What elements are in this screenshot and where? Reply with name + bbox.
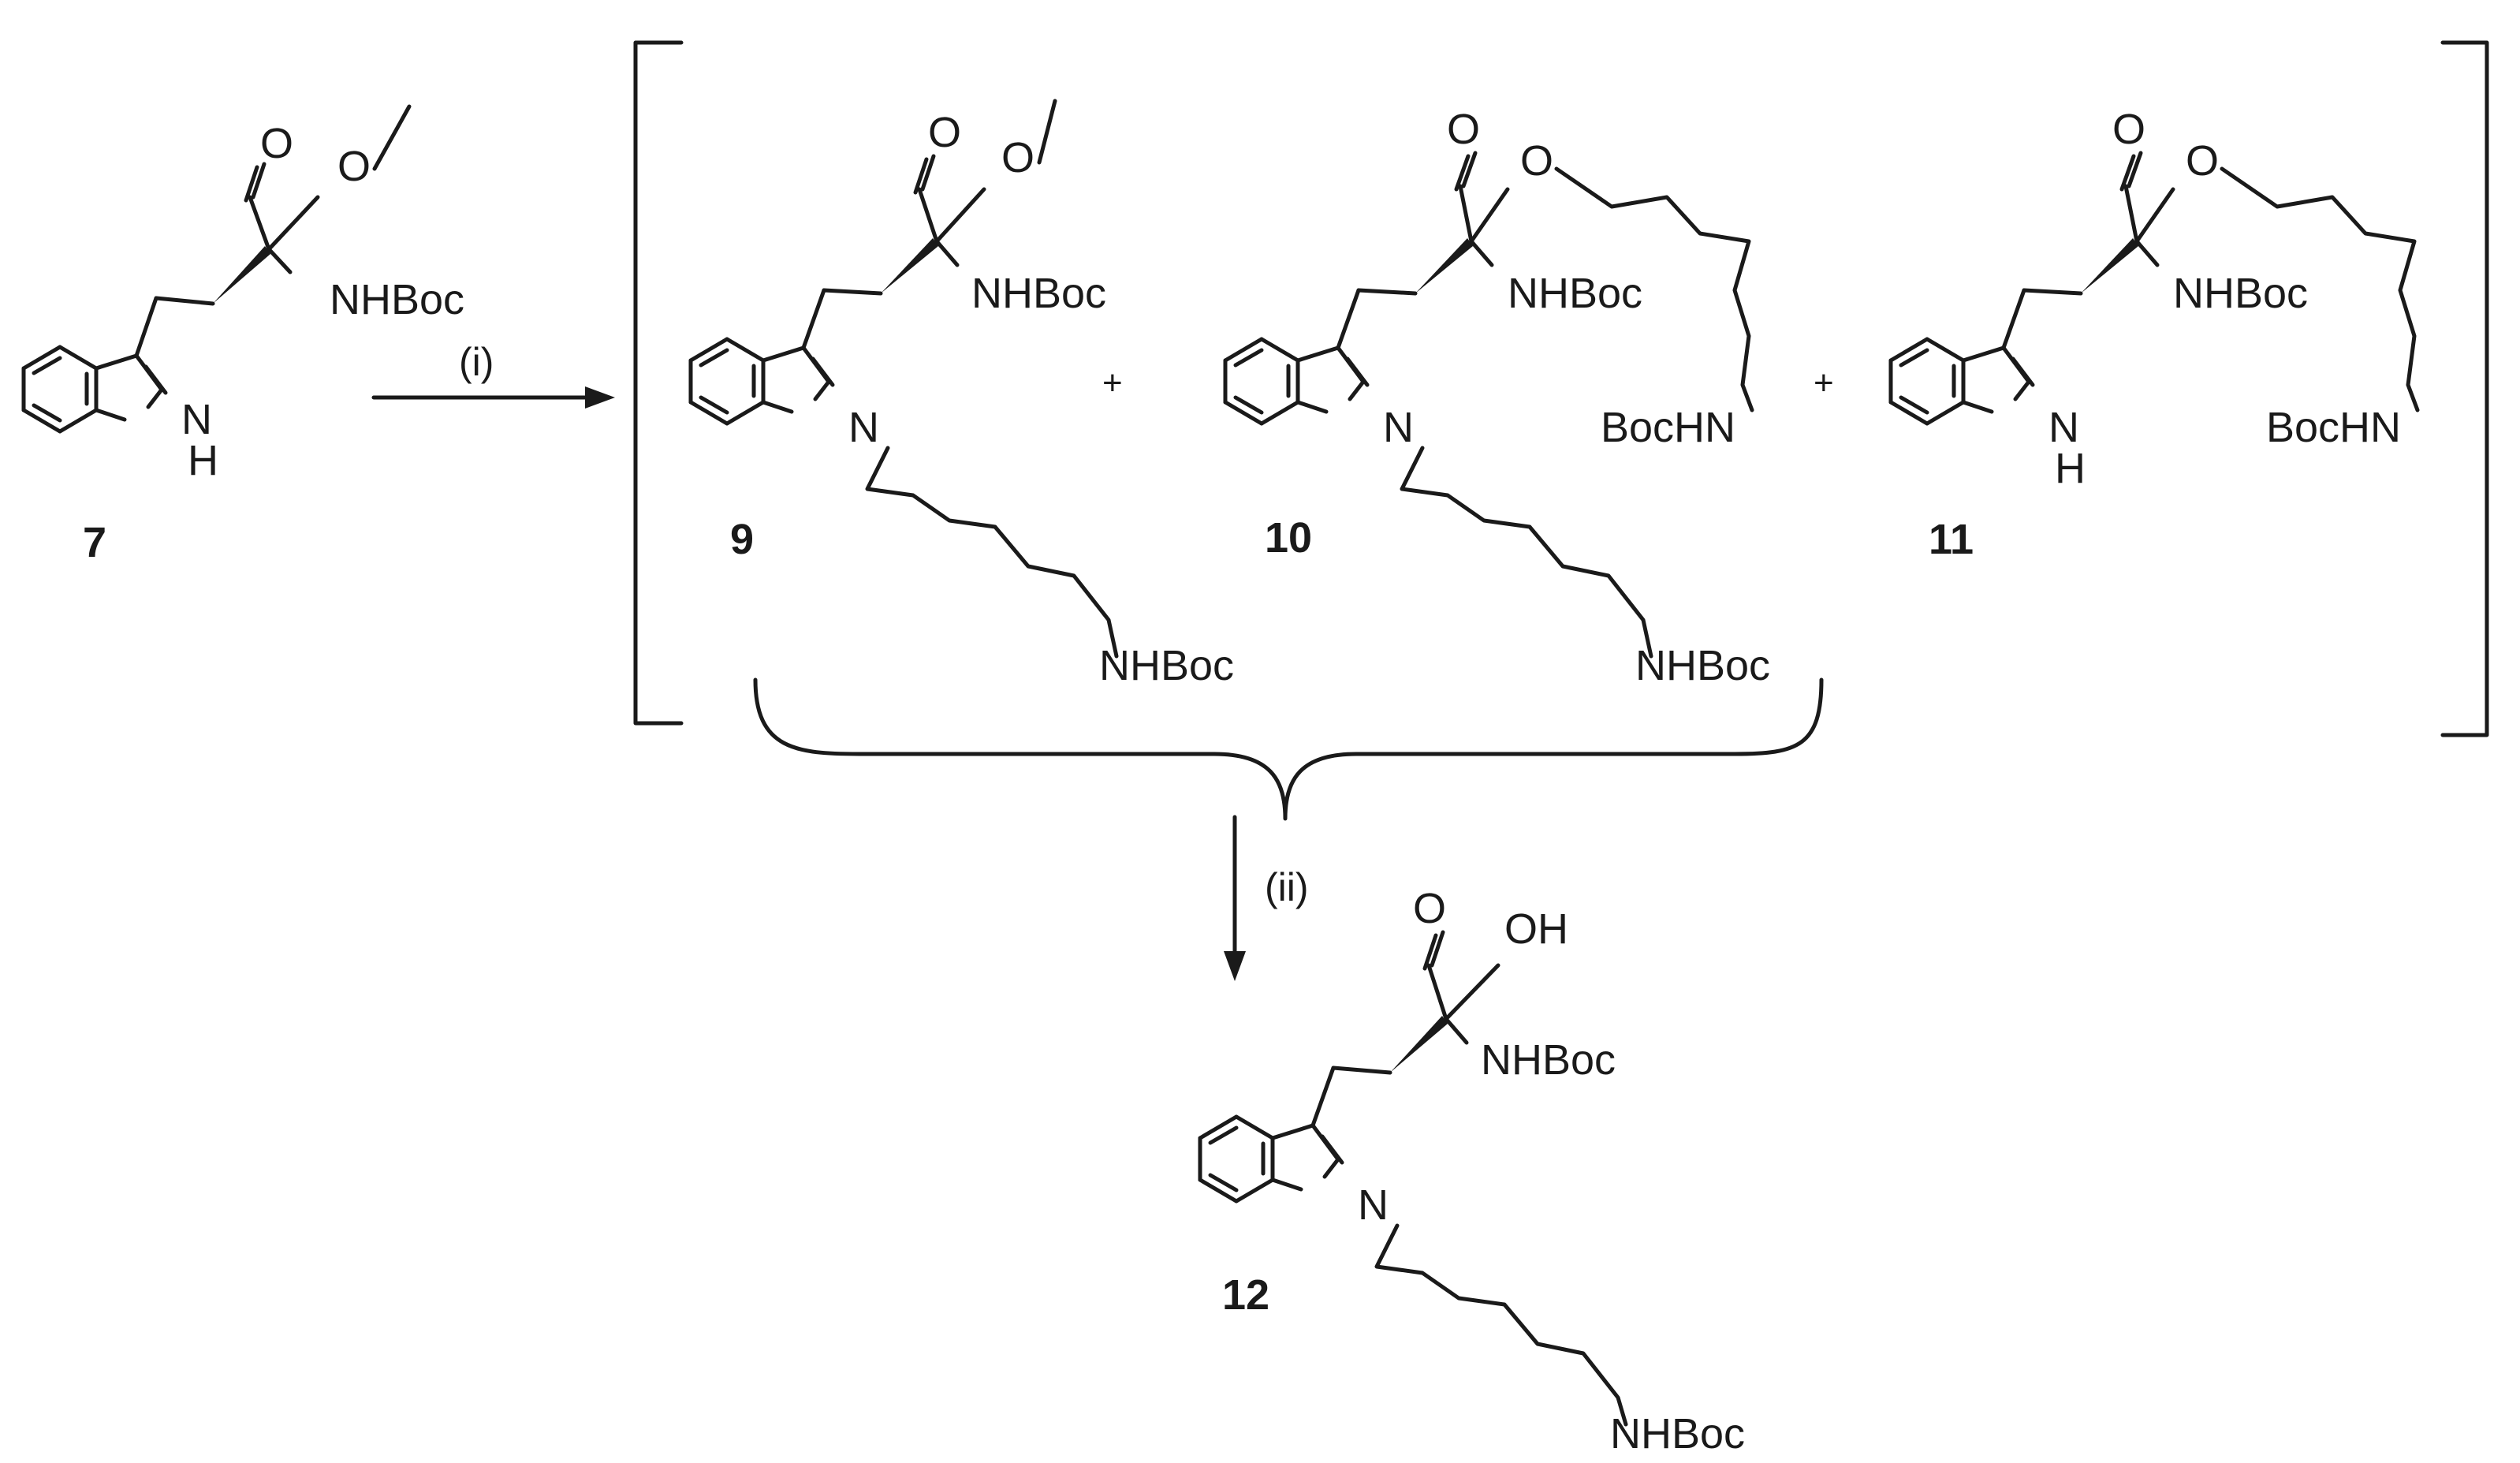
compound-label-7: 7 xyxy=(83,519,106,566)
compound-label-10: 10 xyxy=(1265,514,1312,562)
compound-label-11: 11 xyxy=(1929,516,1974,563)
atom-amine: NHBoc xyxy=(1481,1036,1616,1084)
atom-o-carbonyl: O xyxy=(260,120,293,167)
atom-amine: NHBoc xyxy=(2173,270,2308,317)
atom-acid-oh: OH xyxy=(1504,905,1568,953)
atom-tail-amine: NHBoc xyxy=(1610,1410,1745,1457)
atom-ring-h: H xyxy=(2055,445,2086,492)
compound-7: O O NHBoc N H 7 xyxy=(24,104,464,566)
atom-o-carbonyl: O xyxy=(1413,885,1446,932)
compound-label-12: 12 xyxy=(1222,1271,1269,1319)
compound-11: O O NHBoc BocHN N H 11 xyxy=(1891,106,2420,563)
compound-10: O O NHBoc BocHN N NHBoc 10 xyxy=(1225,106,1770,689)
condition-ii: (ii) xyxy=(1265,865,1309,909)
compound-9: O O NHBoc N NHBoc 9 xyxy=(691,99,1234,689)
atom-o-ester: O xyxy=(337,143,371,190)
compound-12: O OH NHBoc N NHBoc 12 xyxy=(1200,885,1745,1457)
atom-o-carbonyl: O xyxy=(2112,106,2145,153)
atom-ring-n: N xyxy=(848,404,879,451)
plus-sign: + xyxy=(1814,364,1834,402)
atom-amine: NHBoc xyxy=(330,276,464,323)
atom-o-ester: O xyxy=(1520,137,1553,185)
atom-chain-amine: BocHN xyxy=(2266,404,2401,451)
atom-o-carbonyl: O xyxy=(928,109,961,156)
grouping-brace xyxy=(753,677,1824,821)
atom-o-ester: O xyxy=(2186,137,2219,185)
atom-ring-n: N xyxy=(181,396,212,443)
condition-i: (i) xyxy=(459,340,494,384)
reaction-arrow-ii: (ii) xyxy=(1224,815,1309,981)
compound-label-9: 9 xyxy=(730,516,754,563)
atom-o-carbonyl: O xyxy=(1447,106,1480,153)
atom-o-ester: O xyxy=(1001,134,1034,181)
reaction-arrow-i: (i) xyxy=(371,340,615,409)
atom-ring-n: N xyxy=(1358,1181,1389,1229)
atom-ring-n: N xyxy=(2048,404,2079,451)
atom-tail-amine: NHBoc xyxy=(1099,642,1234,689)
plus-sign: + xyxy=(1102,364,1123,402)
atom-amine: NHBoc xyxy=(971,270,1106,317)
atom-chain-amine: BocHN xyxy=(1601,404,1735,451)
mixture-brackets xyxy=(633,40,2489,737)
atom-ring-n: N xyxy=(1383,404,1414,451)
atom-tail-amine: NHBoc xyxy=(1635,642,1770,689)
atom-amine: NHBoc xyxy=(1508,270,1642,317)
atom-ring-h: H xyxy=(188,437,218,484)
